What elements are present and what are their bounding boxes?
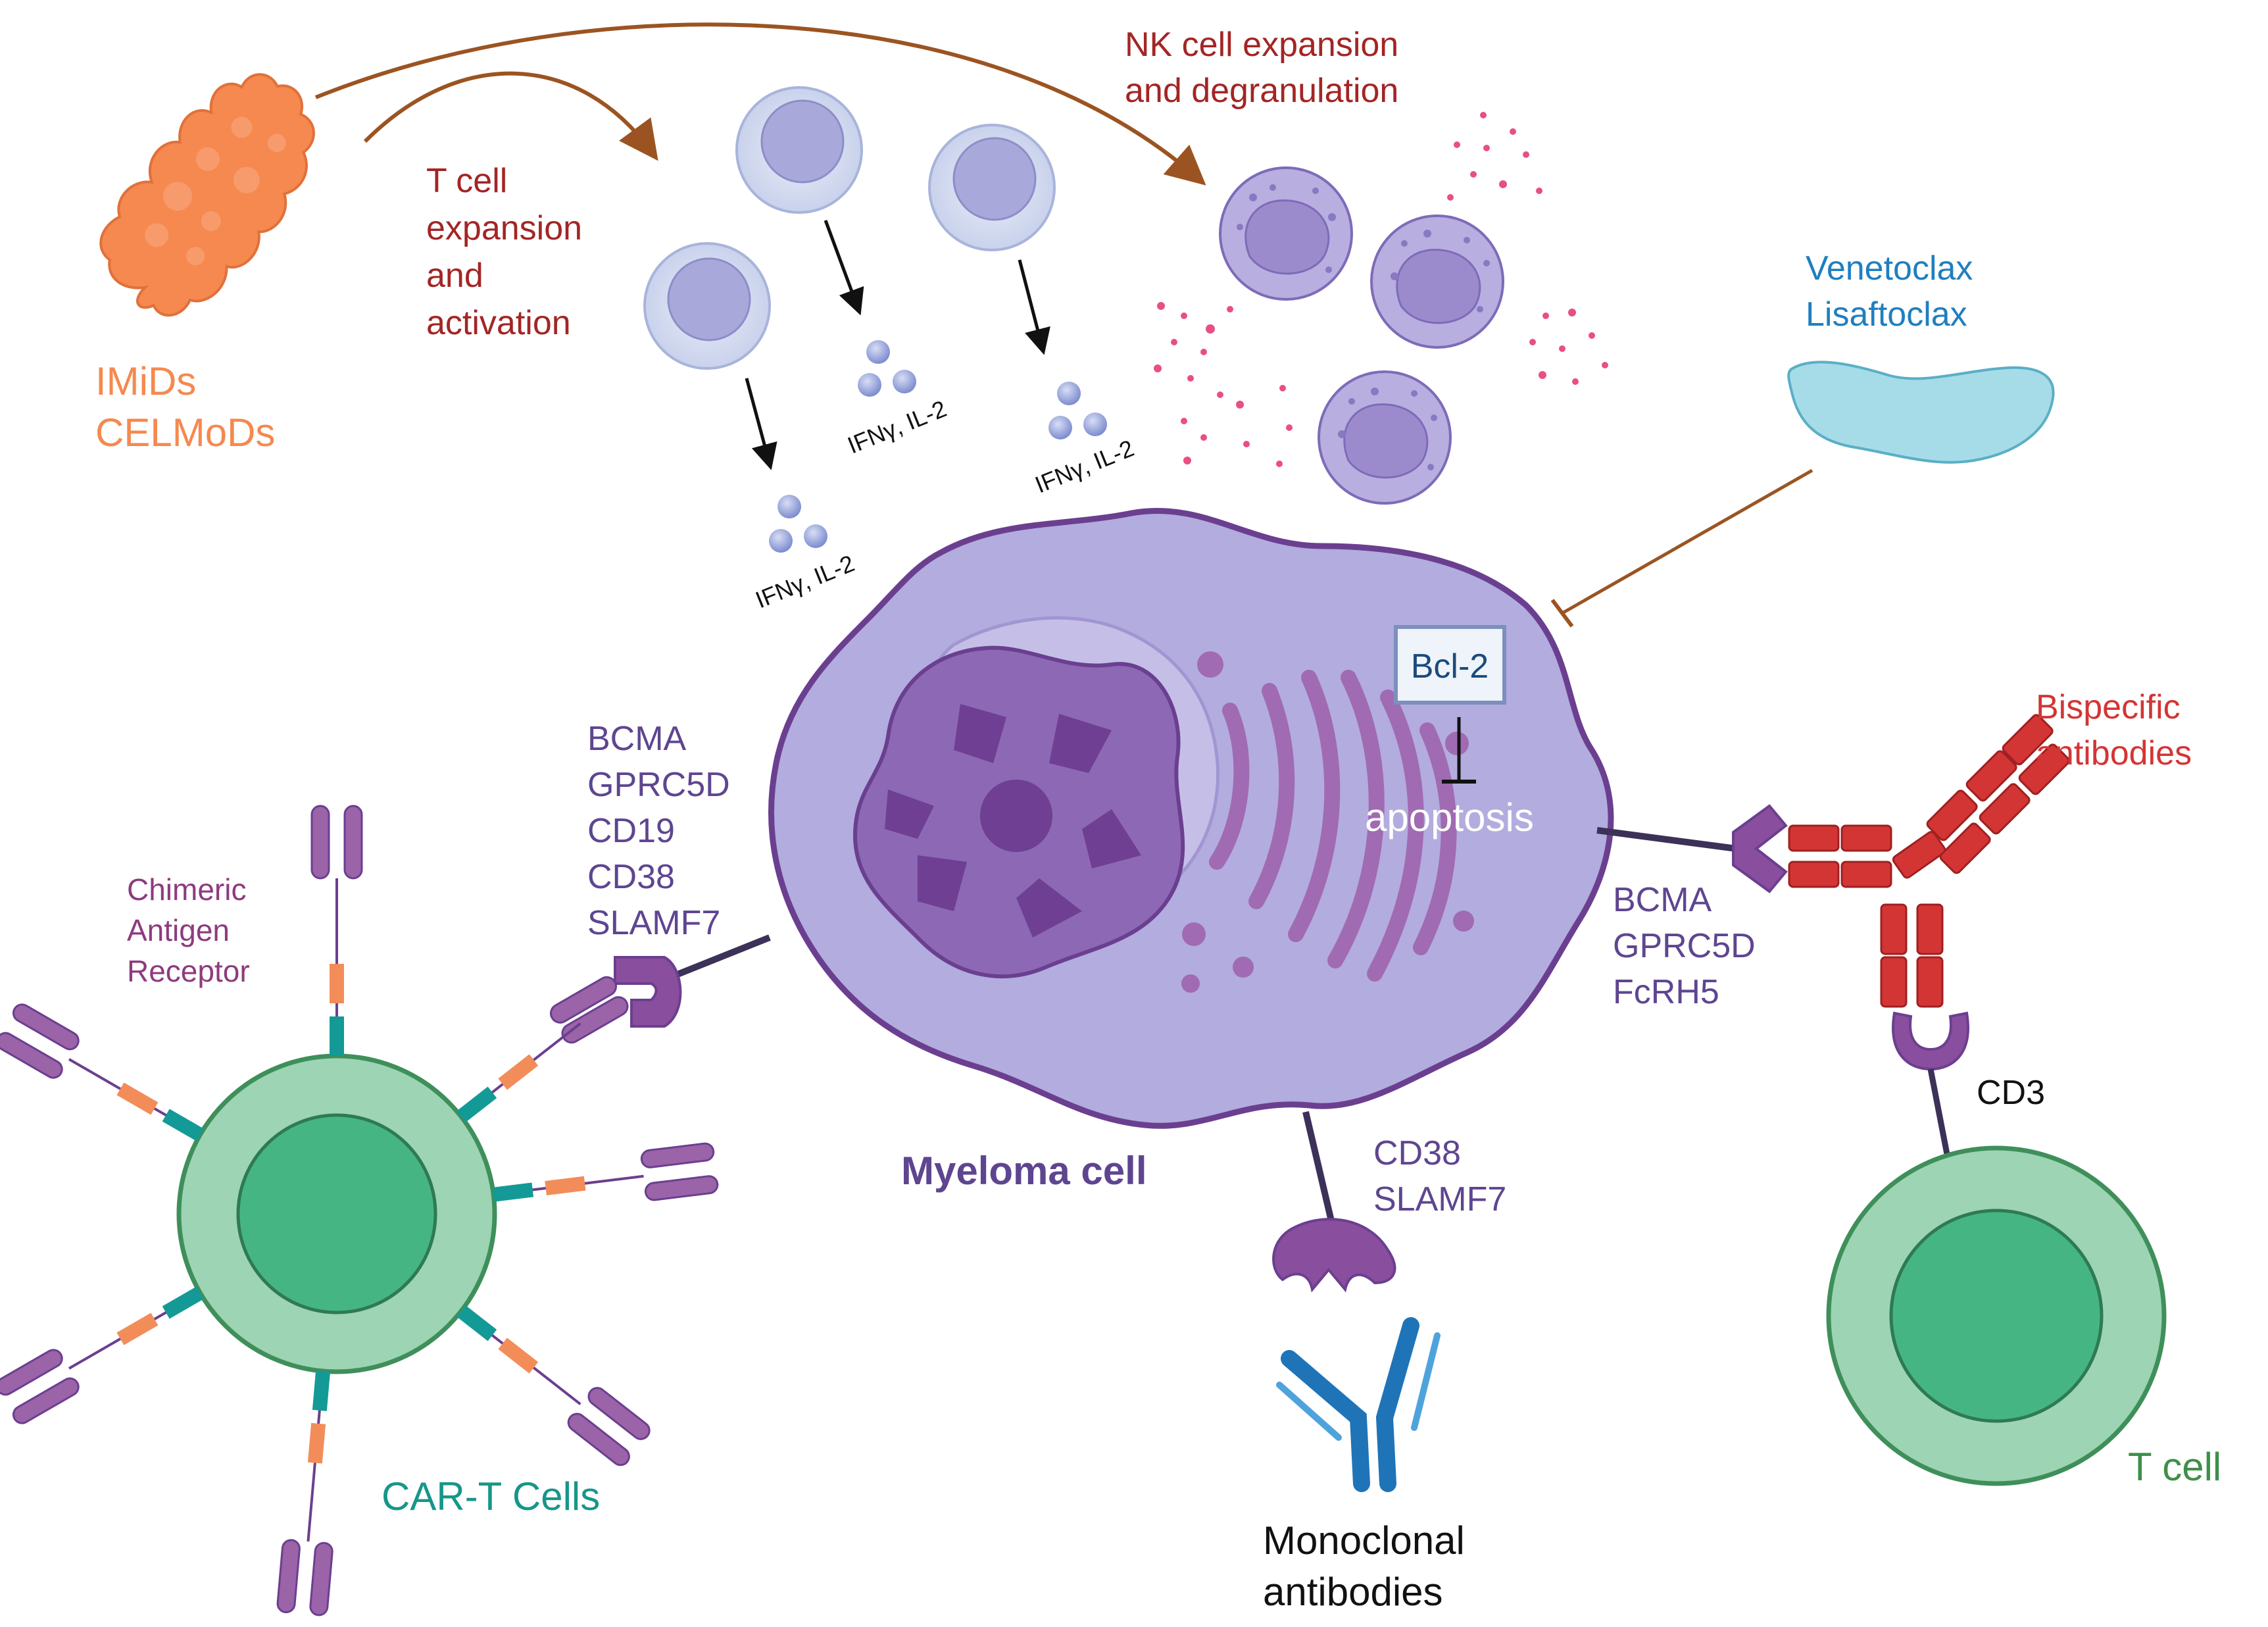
left-target-3: CD19 bbox=[587, 812, 675, 850]
nk-label-1: NK cell expansion bbox=[1125, 26, 1398, 64]
bispecific-antibody bbox=[1788, 714, 2070, 1008]
imids-label-2: CELMoDs bbox=[95, 411, 275, 455]
bispecific-label-2: antibodies bbox=[2036, 734, 2192, 772]
mab-target-stalk bbox=[1302, 1111, 1335, 1225]
nucleus-chromatin bbox=[885, 704, 1141, 938]
imids-label-1: IMiDs bbox=[95, 359, 196, 403]
car-label-1: Chimeric bbox=[127, 872, 246, 907]
activated-tcell-1 bbox=[643, 242, 771, 370]
left-target-4: CD38 bbox=[587, 858, 675, 896]
nk-degranulation-dots bbox=[1154, 112, 1608, 467]
activated-tcell-3 bbox=[928, 124, 1056, 251]
cd3-receptor bbox=[1892, 1011, 1969, 1071]
right-receptor-stalk bbox=[1596, 827, 1737, 852]
right-target-1: BCMA bbox=[1613, 881, 1712, 919]
mab-target-receptor bbox=[1272, 1218, 1396, 1293]
myeloma-cell-label: Myeloma cell bbox=[901, 1149, 1147, 1193]
cytokine-label-3: IFNγ, IL-2 bbox=[1031, 434, 1138, 498]
car-label-2: Antigen bbox=[127, 913, 230, 947]
bcl2-label: Bcl-2 bbox=[1411, 647, 1489, 686]
tcell-expansion-label-1: T cell bbox=[426, 162, 507, 200]
cytokine-label-2: IFNγ, IL-2 bbox=[844, 395, 950, 459]
nk-cell-3 bbox=[1318, 370, 1452, 505]
cd3-label: CD3 bbox=[1977, 1074, 2045, 1112]
left-target-1: BCMA bbox=[587, 720, 687, 758]
cart-cells-label: CAR-T Cells bbox=[382, 1474, 600, 1518]
apoptosis-label: apoptosis bbox=[1365, 795, 1534, 839]
nk-label-2: and degranulation bbox=[1125, 72, 1398, 110]
venetoclax-inhibition-line bbox=[1561, 468, 1813, 615]
cytokine-label-1: IFNγ, IL-2 bbox=[752, 549, 858, 613]
mab-target-2: SLAMF7 bbox=[1373, 1180, 1506, 1218]
tcell-label: T cell bbox=[2128, 1445, 2221, 1489]
car-label-3: Receptor bbox=[127, 954, 250, 988]
bispecific-label-1: Bispecific bbox=[2036, 688, 2181, 726]
cytokine-beads-3 bbox=[1048, 382, 1107, 439]
tcell-expansion-label-4: activation bbox=[426, 304, 571, 342]
bcl2-box bbox=[1394, 625, 1506, 705]
imids-molecule bbox=[99, 73, 315, 317]
cytokine-beads-2 bbox=[858, 340, 916, 397]
mab-target-1: CD38 bbox=[1373, 1134, 1461, 1172]
activated-tcell-2 bbox=[735, 86, 863, 214]
right-target-3: FcRH5 bbox=[1613, 973, 1719, 1011]
imids-to-tcell-arrow bbox=[363, 71, 658, 161]
mab-label-1: Monoclonal bbox=[1263, 1518, 1465, 1563]
monoclonal-antibody bbox=[1281, 1317, 1419, 1492]
imids-to-nk-arrow bbox=[314, 22, 1206, 186]
nk-cell-1 bbox=[1219, 166, 1353, 301]
car-receptors bbox=[0, 805, 719, 1616]
left-target-5: SLAMF7 bbox=[587, 904, 720, 942]
cytokine-beads-1 bbox=[769, 495, 827, 553]
venetoclax-label-1: Venetoclax bbox=[1806, 249, 1973, 288]
nk-cell-2 bbox=[1370, 214, 1504, 349]
nk-granules bbox=[1237, 184, 1490, 470]
mab-label-2: antibodies bbox=[1263, 1570, 1443, 1614]
cytokine-arrow-2 bbox=[824, 220, 864, 316]
cart-cell bbox=[176, 1053, 497, 1374]
er-vesicles bbox=[1181, 651, 1474, 993]
tcell-expansion-label-3: and bbox=[426, 257, 483, 295]
right-target-2: GPRC5D bbox=[1613, 927, 1756, 965]
venetoclax-inhibition-bar bbox=[1550, 599, 1574, 628]
left-target-2: GPRC5D bbox=[587, 766, 730, 804]
tcell-expansion-label-2: expansion bbox=[426, 209, 582, 247]
tcell bbox=[1826, 1145, 2167, 1486]
right-target-receptor bbox=[1732, 804, 1788, 893]
left-target-receptor bbox=[614, 956, 682, 1028]
cytokine-arrow-1 bbox=[745, 378, 777, 470]
venetoclax-molecule bbox=[1787, 361, 2055, 464]
cytokine-arrow-3 bbox=[1018, 259, 1050, 355]
left-receptor-stalk bbox=[670, 934, 771, 980]
endoplasmic-reticulum bbox=[1209, 670, 1457, 982]
venetoclax-label-2: Lisaftoclax bbox=[1806, 295, 1967, 334]
